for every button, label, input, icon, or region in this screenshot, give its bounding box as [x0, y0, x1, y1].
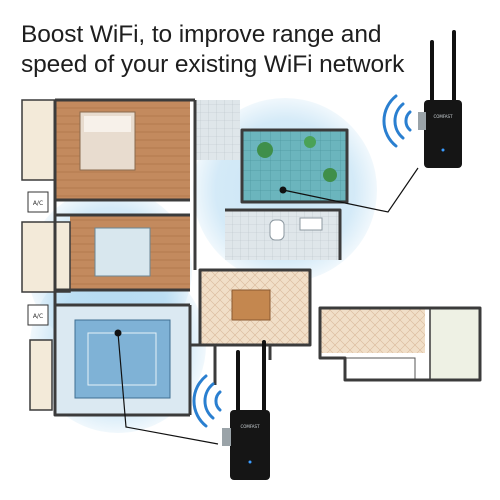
wifi-extender-lower: COMFAST: [222, 340, 270, 480]
ac-label-top: A/C: [33, 200, 43, 207]
floorplan: A/C A/C: [21, 98, 482, 417]
terrace: [242, 130, 347, 202]
antenna-upper-left: [430, 40, 434, 110]
extender-body-upper: [424, 100, 462, 168]
headline: Boost WiFi, to improve range and speed o…: [21, 20, 421, 80]
wifi-extender-upper: COMFAST: [418, 30, 462, 168]
extender-body-lower: [230, 410, 270, 480]
ac-label-middle: A/C: [33, 313, 43, 320]
wifi-signal-icon: [192, 374, 222, 428]
wifi-signal-icon: [382, 94, 412, 148]
pointer-line-lower: [117, 332, 219, 445]
balcony-top: [21, 99, 56, 181]
headline-line-2: speed of your existing WiFi network: [21, 51, 405, 78]
antenna-lower-right: [262, 340, 266, 420]
bathroom-top: [195, 100, 240, 160]
kitchen-counter: [344, 357, 416, 381]
headline-line-1: Boost WiFi, to improve range and: [21, 21, 382, 48]
antenna-upper-right: [452, 30, 456, 110]
antenna-lower-left: [236, 350, 240, 420]
balcony-middle: [21, 221, 71, 293]
kitchen: [320, 308, 425, 353]
ac-unit-middle: [27, 304, 49, 326]
pointer-line-upper: [282, 167, 419, 213]
walls: [53, 98, 482, 417]
ac-unit-top: [27, 191, 49, 213]
balcony-right: [429, 307, 481, 381]
brand-logo-upper: COMFAST: [433, 114, 453, 119]
brand-logo-lower: COMFAST: [240, 424, 260, 429]
